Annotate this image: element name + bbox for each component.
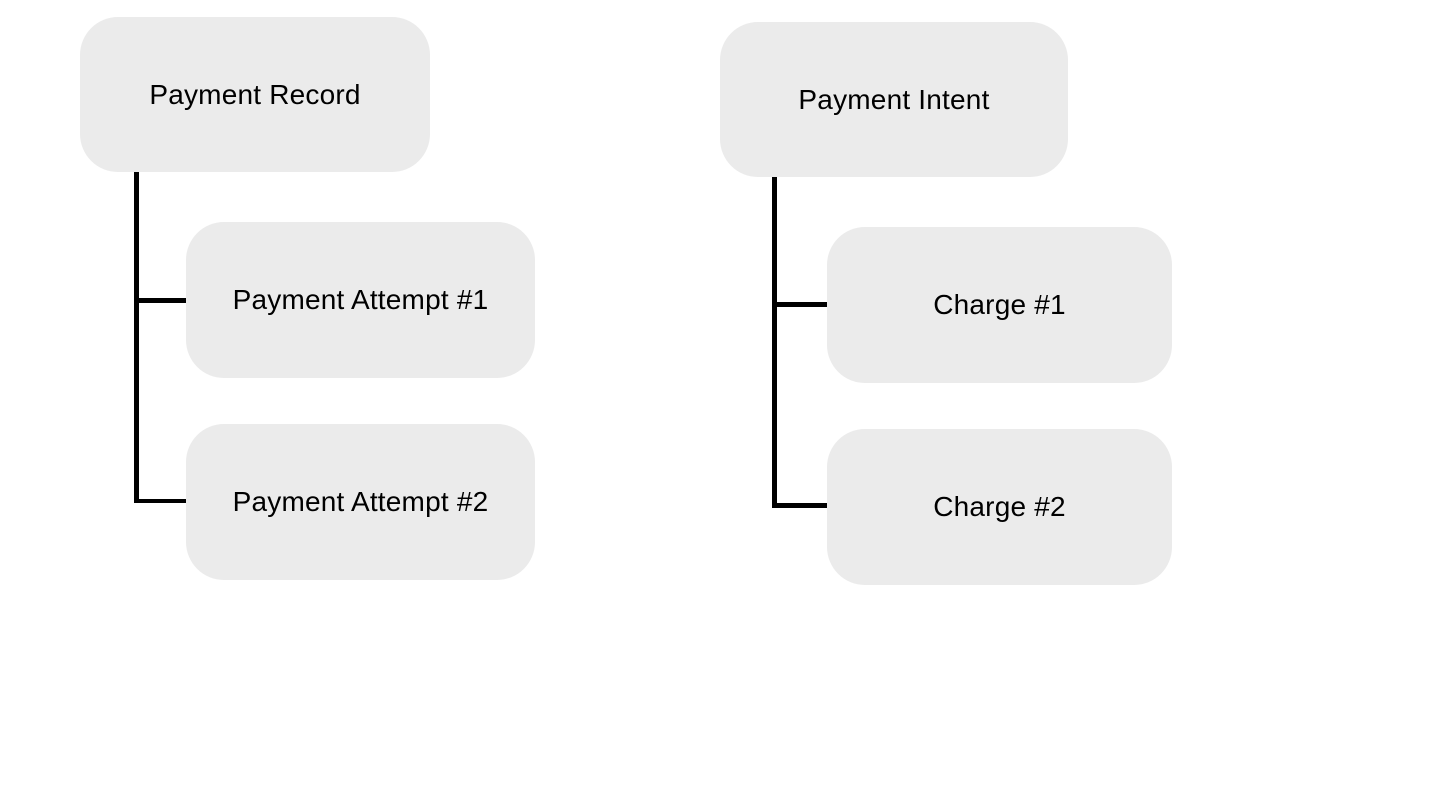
connector-branch-charge-2 xyxy=(772,503,830,508)
node-payment-intent: Payment Intent xyxy=(720,22,1068,177)
node-charge-1: Charge #1 xyxy=(827,227,1172,383)
connector-branch-charge-1 xyxy=(772,302,830,307)
connector-vertical-payment-record xyxy=(134,172,139,503)
connector-branch-payment-attempt-2 xyxy=(134,498,190,503)
node-payment-intent-label: Payment Intent xyxy=(798,83,990,115)
node-payment-attempt-2-label: Payment Attempt #2 xyxy=(232,486,489,517)
connector-branch-payment-attempt-1 xyxy=(134,298,190,303)
node-payment-record-label: Payment Record xyxy=(149,78,361,110)
node-payment-attempt-2: Payment Attempt #2 xyxy=(186,424,535,580)
node-payment-record: Payment Record xyxy=(80,17,430,172)
node-charge-2: Charge #2 xyxy=(827,429,1172,585)
connector-vertical-payment-intent xyxy=(772,177,777,508)
node-payment-attempt-1: Payment Attempt #1 xyxy=(186,222,535,378)
node-charge-1-label: Charge #1 xyxy=(933,289,1066,320)
node-payment-attempt-1-label: Payment Attempt #1 xyxy=(232,284,489,315)
node-charge-2-label: Charge #2 xyxy=(933,491,1066,522)
